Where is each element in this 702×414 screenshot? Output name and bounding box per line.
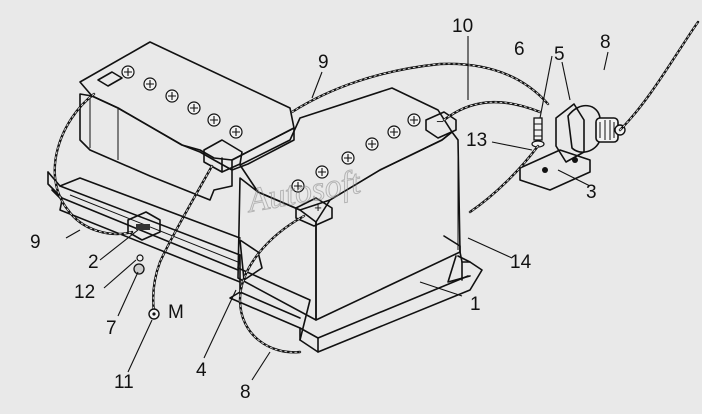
label-1: 1	[470, 294, 481, 315]
leader-lines	[65, 36, 609, 381]
label-11: 11	[114, 372, 134, 393]
cable-8-top	[618, 20, 700, 132]
label-7: 7	[106, 318, 117, 339]
cable-lug-11	[148, 308, 160, 320]
label-3: 3	[586, 182, 597, 203]
terminal-bolt	[531, 117, 545, 148]
label-m: М	[168, 302, 184, 323]
label-12: 12	[74, 282, 95, 303]
label-13: 13	[466, 130, 487, 151]
label-5: 5	[554, 44, 565, 65]
label-10: 10	[452, 16, 473, 37]
jumper-cable	[152, 164, 214, 314]
label-8-top: 8	[600, 32, 611, 53]
cable-9-top	[290, 62, 550, 114]
positive-terminal-mark: +	[314, 200, 322, 215]
battery-right: + −	[237, 87, 461, 321]
hold-down-plate	[239, 235, 461, 281]
bolt-12	[136, 254, 144, 262]
battery-frame	[47, 171, 483, 353]
cable-14	[468, 144, 540, 214]
battery-left	[79, 41, 295, 201]
label-4: 4	[196, 360, 207, 381]
cable-8-bottom	[238, 214, 306, 354]
cable-10	[442, 101, 542, 122]
label-2: 2	[88, 252, 99, 273]
label-9-top: 9	[318, 52, 329, 73]
negative-terminal-mark: −	[436, 114, 444, 129]
ground-switch	[519, 103, 626, 191]
washer-7	[133, 263, 145, 275]
label-8-bottom: 8	[240, 382, 251, 403]
cable-9-left	[53, 92, 134, 236]
label-6: 6	[514, 39, 525, 60]
label-14: 14	[510, 252, 532, 273]
label-9-left: 9	[30, 232, 41, 253]
watermark: Autosoft	[243, 163, 365, 220]
